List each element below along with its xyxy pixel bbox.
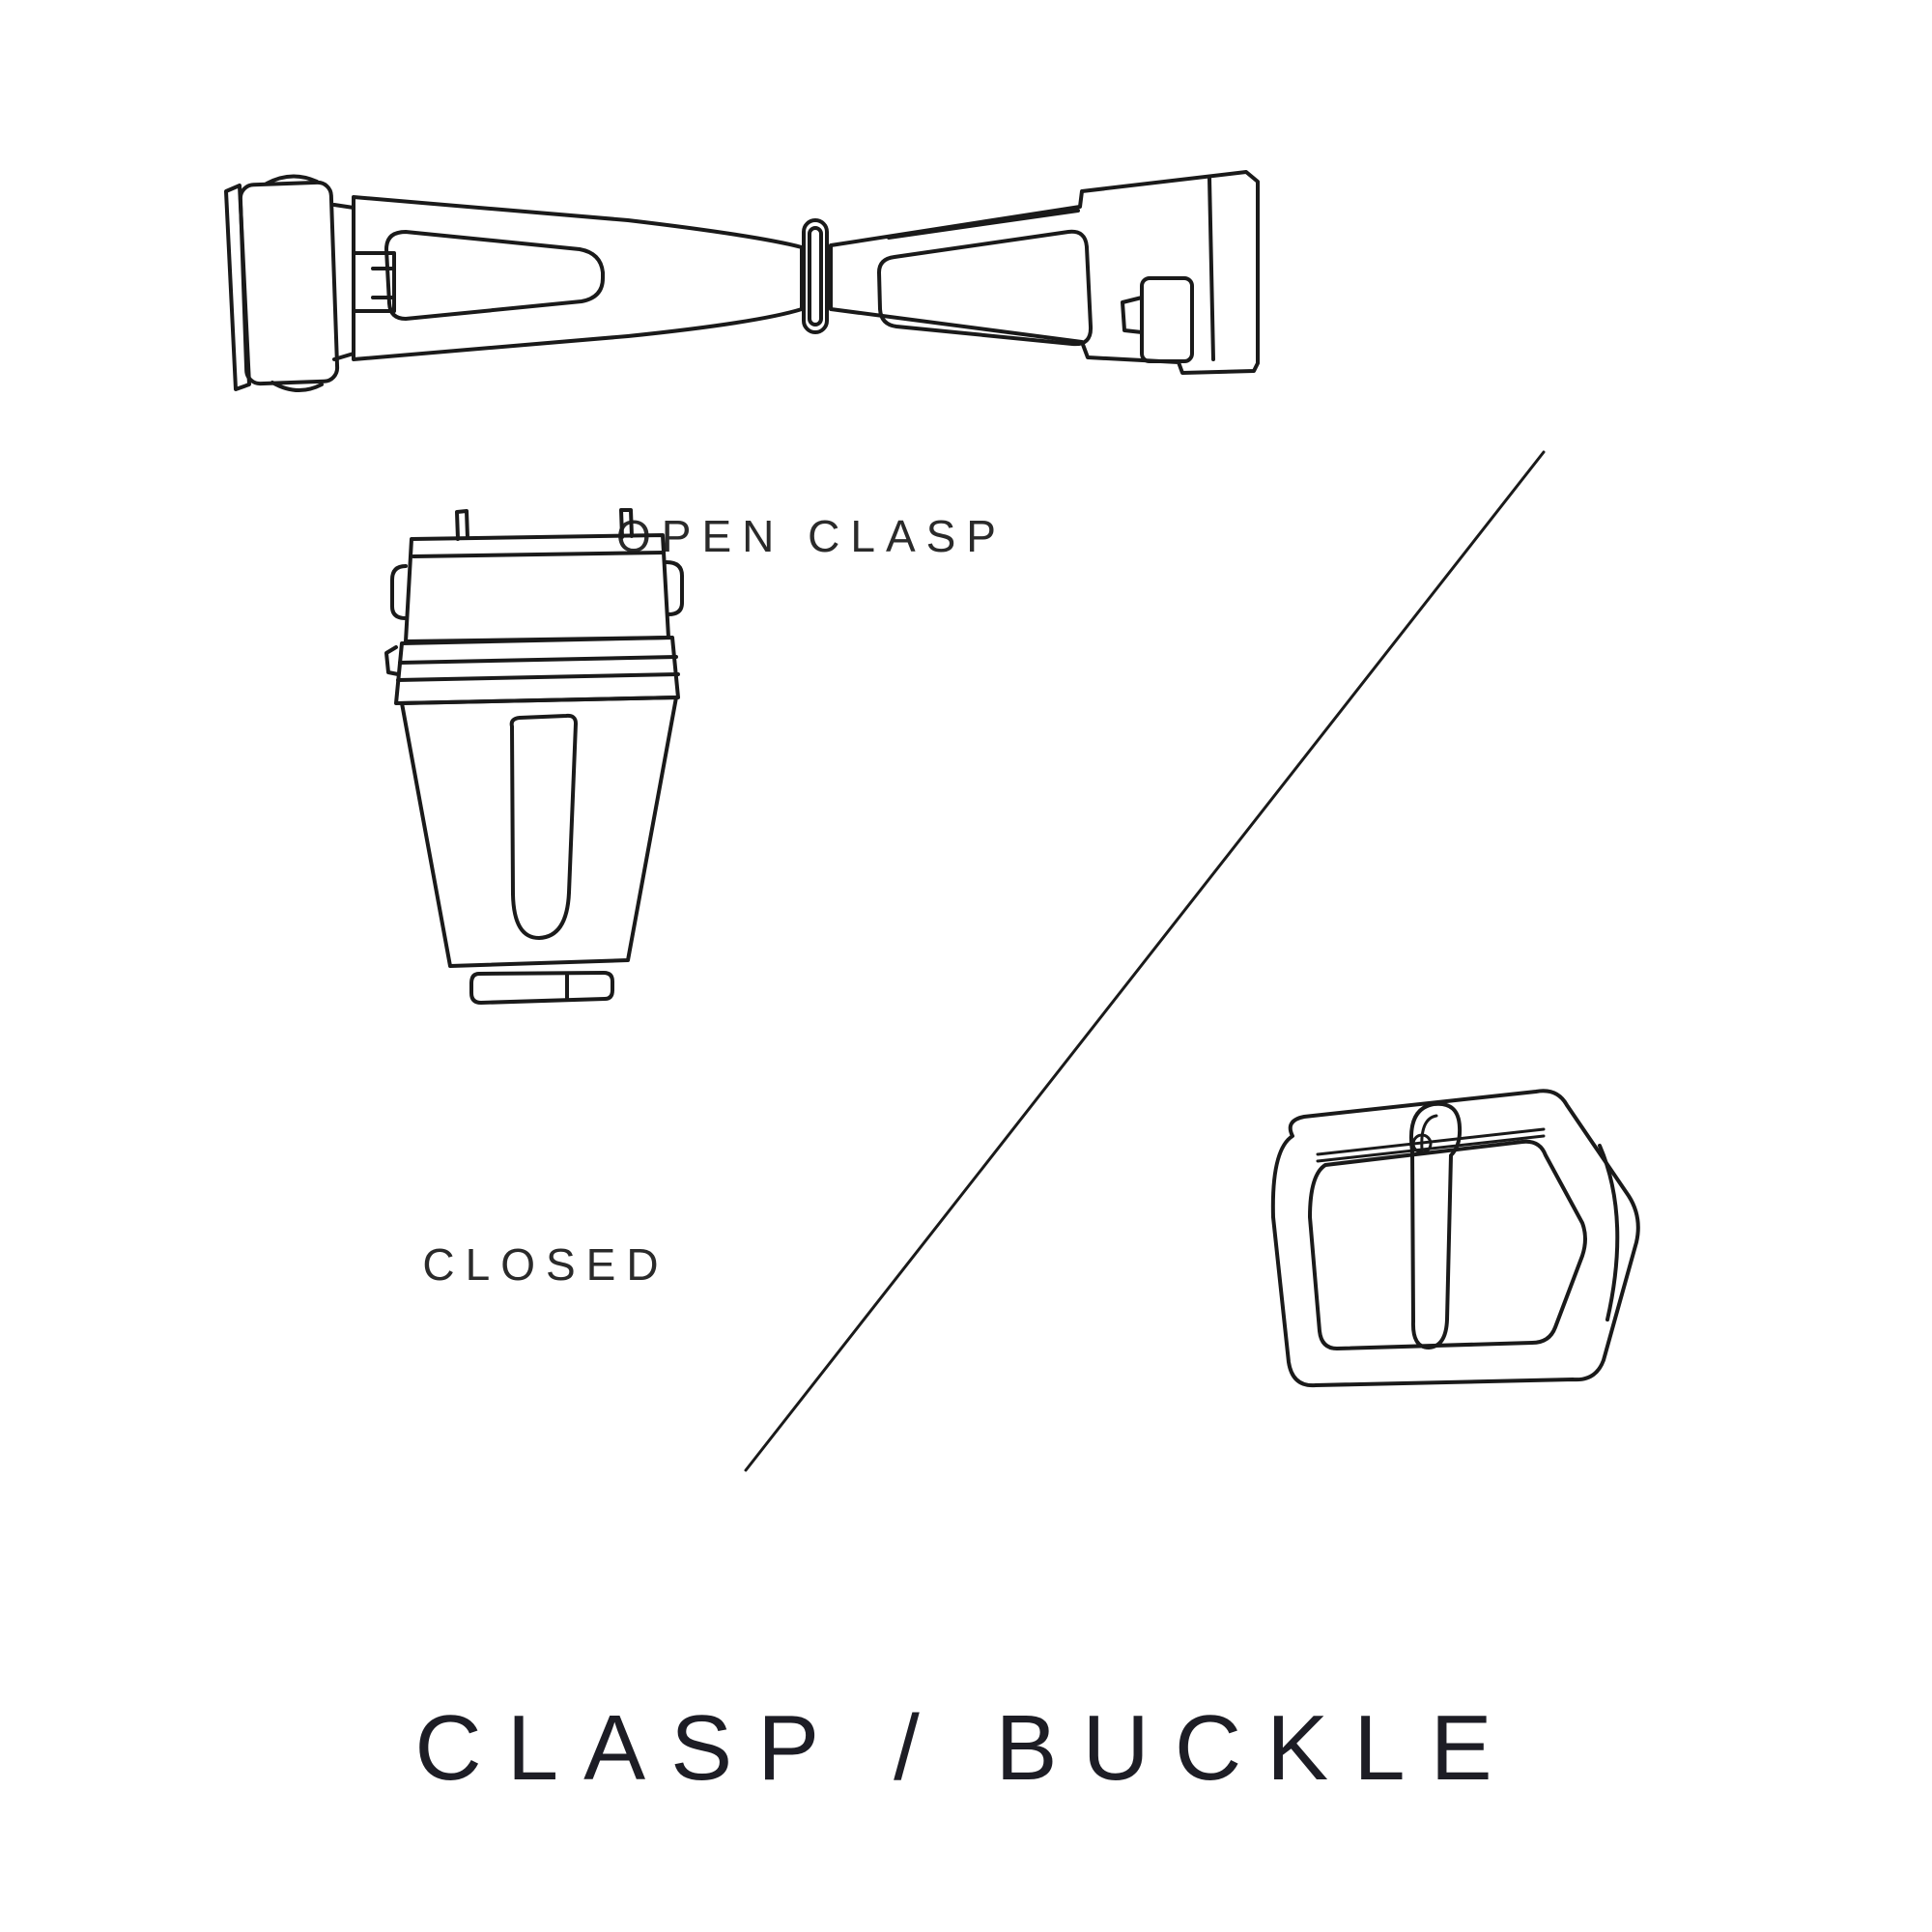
lock-cutout <box>1121 276 1194 363</box>
open-clasp-illustration <box>224 170 1260 392</box>
end-link <box>224 174 355 392</box>
clasp-body <box>400 696 678 968</box>
closed-clasp-illustration <box>384 508 684 1005</box>
buckle-frame <box>1270 1089 1640 1388</box>
right-blade <box>829 170 1260 375</box>
page-title: CLASP / BUCKLE <box>414 1696 1518 1800</box>
spring-bar-prongs <box>455 508 634 541</box>
clasp-catch <box>352 251 396 313</box>
hinge <box>802 218 829 334</box>
closed-label: CLOSED <box>422 1239 669 1290</box>
buckle-illustration <box>1270 1089 1640 1388</box>
end-bar <box>469 971 614 1005</box>
buckle-tongue <box>1409 1101 1463 1350</box>
open-clasp-label: OPEN CLASP <box>616 511 1007 561</box>
